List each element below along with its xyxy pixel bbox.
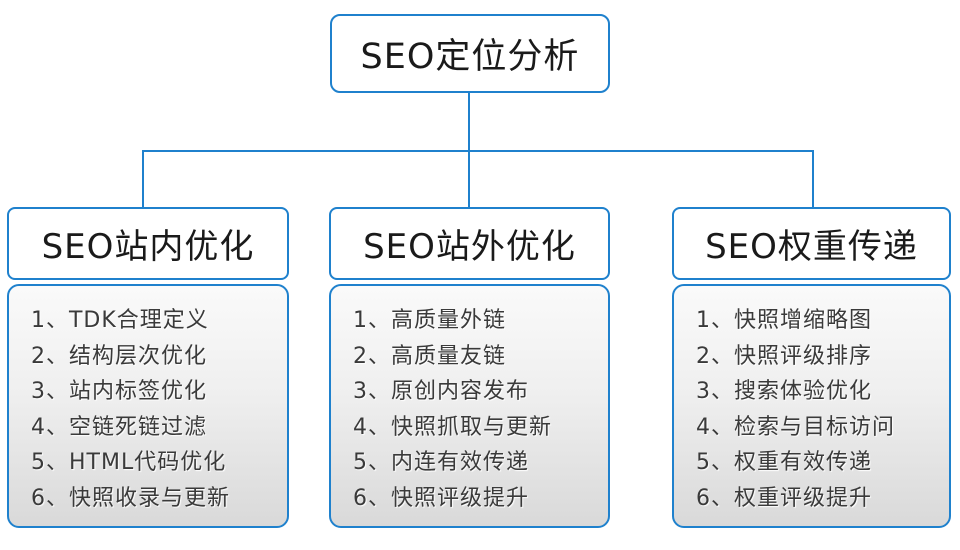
column-title: SEO站内优化 — [41, 227, 255, 267]
list-item: 3、搜索体验优化 — [696, 379, 872, 404]
list-item: 4、快照抓取与更新 — [353, 414, 552, 440]
list-item: 2、快照评级排序 — [696, 343, 872, 369]
list-item: 4、空链死链过滤 — [31, 414, 207, 440]
list-item: 2、高质量友链 — [353, 343, 506, 369]
list-item: 3、原创内容发布 — [353, 379, 529, 404]
connector-drop-onsite — [142, 150, 144, 208]
column-title: SEO站外优化 — [363, 227, 576, 267]
column-panel-offsite: 1、高质量外链 2、高质量友链 3、原创内容发布 4、快照抓取与更新 5、内连有… — [329, 284, 610, 528]
list-item: 2、结构层次优化 — [31, 343, 207, 369]
root-node-seo-positioning: SEO定位分析 — [330, 14, 610, 93]
connector-horizontal-bus — [142, 150, 814, 152]
list-item: 3、站内标签优化 — [31, 379, 207, 404]
column-title: SEO权重传递 — [705, 227, 918, 267]
list-item: 5、HTML代码优化 — [31, 450, 227, 475]
column-header-weight: SEO权重传递 — [672, 207, 951, 280]
list-item: 5、内连有效传递 — [353, 450, 529, 475]
column-onsite-optimization: SEO站内优化 1、TDK合理定义 2、结构层次优化 3、站内标签优化 4、空链… — [7, 207, 289, 528]
column-panel-onsite: 1、TDK合理定义 2、结构层次优化 3、站内标签优化 4、空链死链过滤 5、H… — [7, 284, 289, 528]
connector-root-stem — [468, 93, 470, 151]
column-offsite-optimization: SEO站外优化 1、高质量外链 2、高质量友链 3、原创内容发布 4、快照抓取与… — [329, 207, 610, 528]
list-item: 4、检索与目标访问 — [696, 414, 895, 440]
column-header-onsite: SEO站内优化 — [7, 207, 289, 280]
column-header-offsite: SEO站外优化 — [329, 207, 610, 280]
list-item: 1、快照增缩略图 — [696, 308, 872, 333]
list-item: 6、快照评级提升 — [353, 485, 529, 511]
list-item: 1、高质量外链 — [353, 308, 506, 333]
column-panel-weight: 1、快照增缩略图 2、快照评级排序 3、搜索体验优化 4、检索与目标访问 5、权… — [672, 284, 951, 528]
connector-drop-weight — [812, 150, 814, 208]
connector-drop-offsite — [468, 150, 470, 208]
column-weight-transfer: SEO权重传递 1、快照增缩略图 2、快照评级排序 3、搜索体验优化 4、检索与… — [672, 207, 951, 528]
list-item: 6、权重评级提升 — [696, 485, 872, 511]
list-item: 5、权重有效传递 — [696, 450, 872, 475]
list-item: 6、快照收录与更新 — [31, 485, 230, 511]
list-item: 1、TDK合理定义 — [31, 308, 209, 333]
root-node-label: SEO定位分析 — [360, 37, 580, 77]
